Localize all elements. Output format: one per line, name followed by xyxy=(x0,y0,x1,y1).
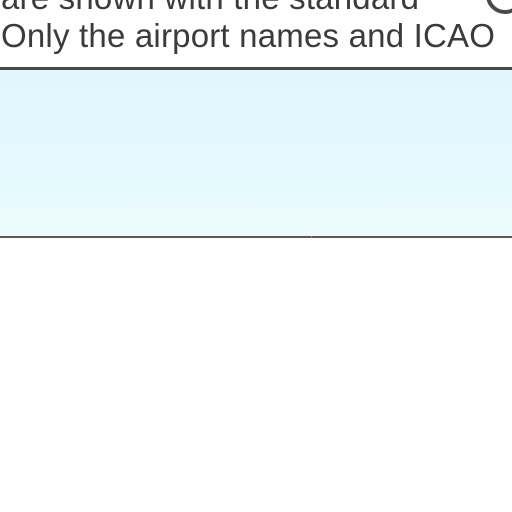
content-pane xyxy=(0,238,512,512)
panel-divider xyxy=(0,67,512,70)
ring-icon[interactable] xyxy=(486,0,512,14)
map-area[interactable] xyxy=(0,70,512,236)
map-divider xyxy=(0,236,512,238)
info-panel: are shown with the standard Only the air… xyxy=(0,0,512,69)
info-text-line-2: Only the airport names and ICAO xyxy=(1,17,496,54)
info-text-line-1: are shown with the standard xyxy=(1,0,419,17)
